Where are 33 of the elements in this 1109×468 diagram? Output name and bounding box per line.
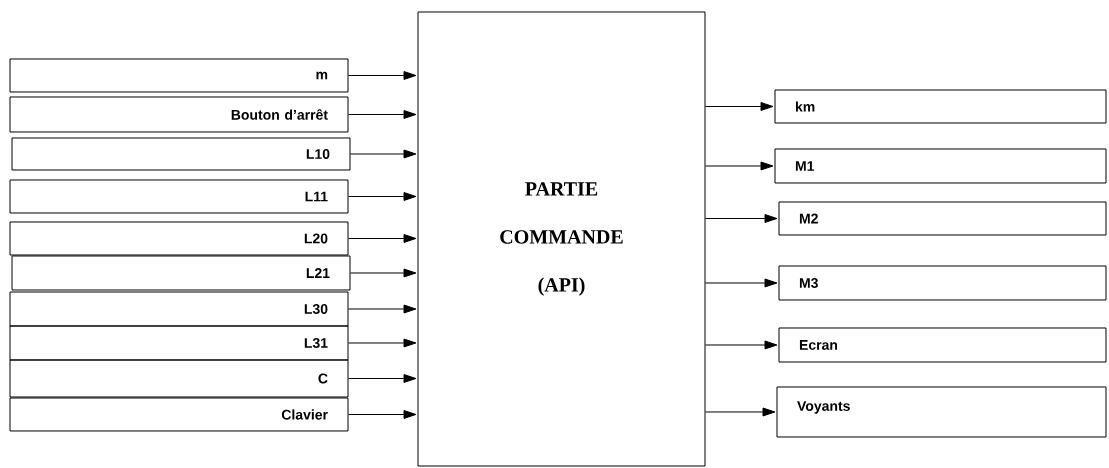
arrow: [705, 214, 778, 223]
output-box: M1: [774, 148, 1107, 184]
arrow: [350, 268, 417, 278]
input-box: C: [9, 359, 349, 398]
arrow: [705, 407, 776, 417]
arrow: [348, 338, 417, 348]
output-box: Voyants: [776, 386, 1107, 438]
control-unit-box: PARTIE COMMANDE (API): [417, 11, 706, 467]
arrow: [350, 149, 417, 159]
input-box: L11: [9, 179, 349, 214]
arrow: [348, 192, 417, 201]
arrow: [348, 374, 417, 383]
arrow: [348, 71, 417, 80]
input-box: L20: [9, 221, 349, 256]
output-box: M3: [778, 265, 1107, 301]
input-box: L21: [11, 255, 351, 291]
arrow: [348, 234, 417, 243]
input-box: Clavier: [9, 397, 349, 432]
arrow: [705, 340, 778, 350]
input-box: Bouton d’arrêt: [9, 96, 349, 133]
input-box: L10: [11, 137, 351, 171]
arrow: [348, 410, 417, 419]
input-box: L31: [9, 325, 349, 361]
output-box: M2: [778, 201, 1107, 236]
arrow: [705, 278, 778, 288]
input-box: m: [9, 58, 349, 93]
input-box: L30: [9, 291, 349, 327]
arrow: [705, 102, 774, 111]
arrow: [705, 161, 774, 171]
arrow: [348, 110, 417, 119]
output-box: Ecran: [778, 327, 1107, 363]
arrow: [348, 304, 417, 314]
output-box: km: [774, 89, 1107, 124]
